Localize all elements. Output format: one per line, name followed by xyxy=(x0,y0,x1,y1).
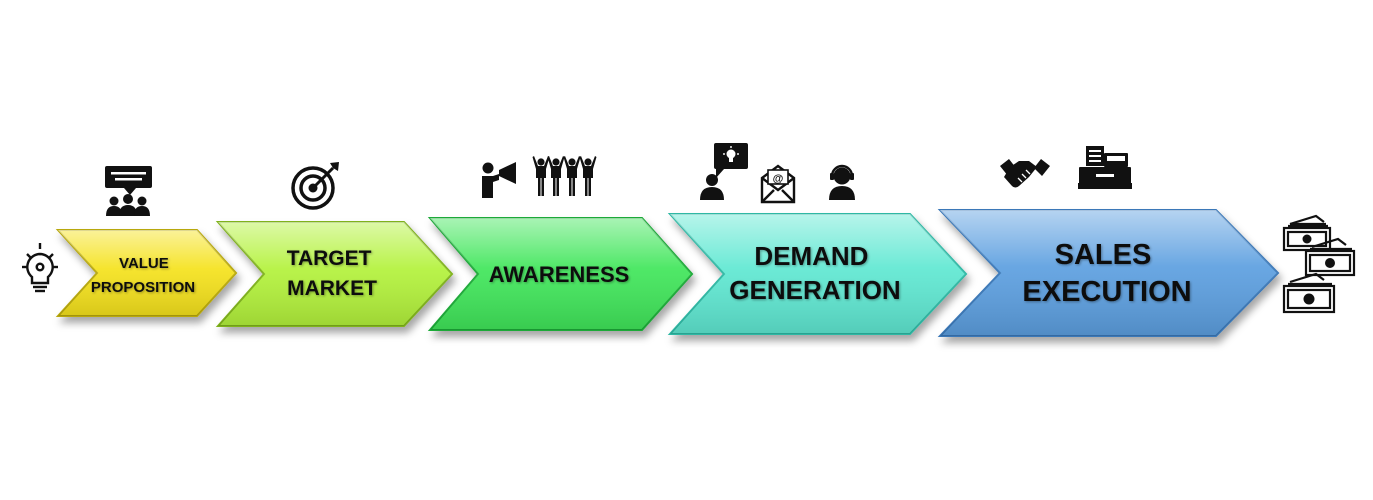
step-label-line: VALUE xyxy=(119,255,169,272)
cheering-crowd-icon xyxy=(532,156,597,196)
handshake-icon xyxy=(1000,159,1050,188)
step-label-line: MARKET xyxy=(287,277,377,300)
lightbulb-gear-icon xyxy=(22,243,58,293)
money-stacks-icon xyxy=(1282,214,1356,314)
email-icon: @ xyxy=(760,164,796,204)
idea-person-icon xyxy=(700,143,748,200)
megaphone-speaker-icon xyxy=(482,162,516,198)
step-sales-execution: SALES EXECUTION xyxy=(937,209,1280,337)
presentation-audience-icon xyxy=(105,166,152,216)
step-label-line: SALES xyxy=(1055,239,1152,271)
target-icon xyxy=(291,162,339,210)
step-label-line: DEMAND xyxy=(754,241,868,271)
step-label-line: AWARENESS xyxy=(489,262,630,287)
svg-text:VALUE PROPOSITION: VALUE PROPOSITION xyxy=(91,255,195,296)
cash-register-icon xyxy=(1078,146,1132,189)
step-value-proposition: VALUE PROPOSITION xyxy=(55,229,238,317)
step-label-line: TARGET xyxy=(287,247,372,270)
svg-text:AWARENESS: AWARENESS xyxy=(489,262,630,287)
step-label-line: GENERATION xyxy=(729,275,900,305)
svg-text:TARGET MARKET: TARGET MARKET xyxy=(287,247,378,300)
step-target-market: TARGET MARKET xyxy=(215,221,454,327)
headset-agent-icon xyxy=(829,164,855,200)
svg-text:SALES EXECUTION: SALES EXECUTION xyxy=(1022,239,1191,308)
svg-text:DEMAND GENERATION: DEMAND GENERATION xyxy=(729,241,900,305)
step-awareness: AWARENESS xyxy=(427,217,694,331)
svg-text:@: @ xyxy=(773,173,784,185)
step-label-line: PROPOSITION xyxy=(91,279,195,296)
step-label-line: EXECUTION xyxy=(1022,276,1191,308)
step-demand-generation: DEMAND GENERATION xyxy=(667,213,968,335)
